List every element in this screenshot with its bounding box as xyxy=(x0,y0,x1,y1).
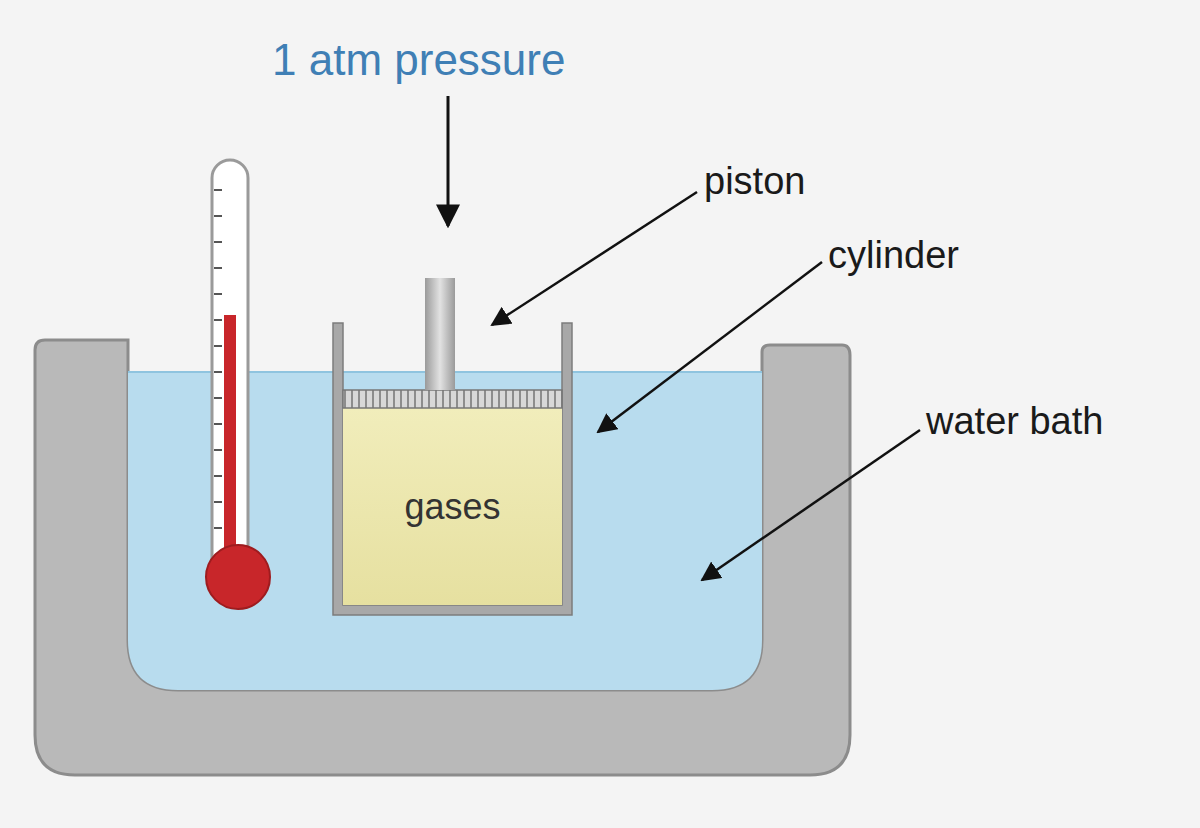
piston-plate xyxy=(343,390,562,408)
thermometer-tube xyxy=(212,160,248,580)
part-label: cylinder xyxy=(828,236,959,274)
part-label: water bath xyxy=(926,402,1103,440)
piston-rod xyxy=(425,278,455,390)
gas-region xyxy=(343,408,562,605)
thermometer-bulb xyxy=(206,545,270,609)
tick-mark xyxy=(214,345,222,347)
tick-mark xyxy=(214,423,222,425)
part-label: piston xyxy=(704,162,805,200)
leader-line xyxy=(598,262,822,432)
tick-mark xyxy=(214,475,222,477)
tick-mark xyxy=(214,215,222,217)
tick-mark xyxy=(214,449,222,451)
thermometer-ticks xyxy=(214,190,222,528)
tick-mark xyxy=(214,293,222,295)
tick-mark xyxy=(214,397,222,399)
tick-mark xyxy=(214,319,222,321)
pressure-label: 1 atm pressure xyxy=(272,38,565,82)
pressure-arrow xyxy=(447,96,450,226)
leader-line xyxy=(492,192,697,325)
tick-mark xyxy=(214,267,222,269)
tick-mark xyxy=(214,189,222,191)
tick-mark xyxy=(214,371,222,373)
gas-region-box: gases xyxy=(343,408,562,605)
region-text: gases xyxy=(404,489,500,525)
tick-mark xyxy=(214,527,222,529)
tick-mark xyxy=(214,241,222,243)
thermometer-column xyxy=(224,315,236,575)
leader-line xyxy=(702,430,920,580)
tick-mark xyxy=(214,501,222,503)
bath-container xyxy=(35,340,850,775)
